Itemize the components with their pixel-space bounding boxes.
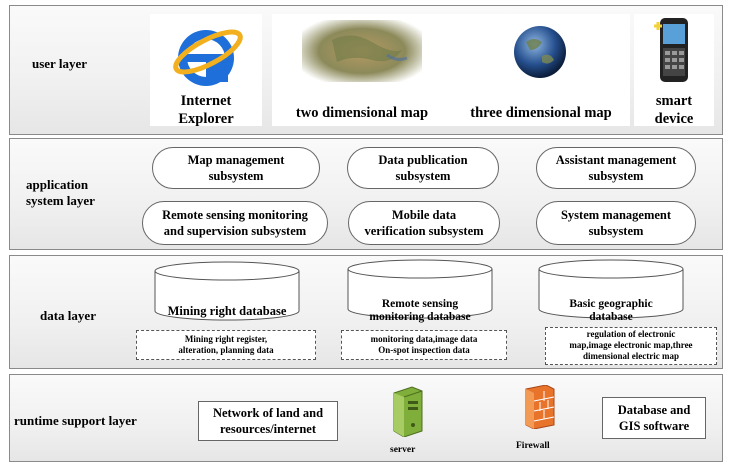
runtime-support-layer: runtime support layer Network of land an… (9, 374, 723, 462)
application-system-layer: application system layer Map management … (9, 138, 723, 250)
three-dimensional-map-caption: three dimensional map (470, 105, 612, 121)
map-management-subsystem: Map management subsystem (152, 147, 320, 189)
mobile-data-verification-subsystem-label: Mobile data verification subsystem (364, 208, 484, 238)
data-layer-label: data layer (40, 308, 96, 323)
system-management-subsystem-label: System management subsystem (560, 208, 672, 238)
remote-sensing-database-content: monitoring data,image data On-spot inspe… (341, 330, 507, 360)
server-icon (393, 386, 423, 437)
runtime-layer-label: runtime support layer (14, 413, 137, 428)
basic-geographic-database-content: regulation of electronic map,image elect… (545, 327, 717, 365)
internet-explorer-caption: Internet Explorer (178, 93, 234, 127)
globe-image (514, 26, 566, 78)
database-gis-software-label: Database and GIS software (617, 403, 691, 433)
mining-right-database-cylinder (154, 261, 300, 321)
user-layer-label: user layer (32, 56, 87, 71)
internet-explorer-tile: Internet Explorer (150, 14, 262, 127)
two-dimensional-map-tile: two dimensional map (272, 14, 452, 126)
mining-right-database-label: Mining right database (167, 304, 287, 318)
user-layer: user layer Internet Explorer two dimensi… (9, 5, 723, 135)
data-publication-subsystem: Data publication subsystem (347, 147, 499, 189)
smart-device-tile: smart device (634, 14, 714, 127)
data-layer: data layer Mining right database Mining … (9, 255, 723, 369)
basic-geographic-database-cylinder (538, 259, 684, 319)
mobile-data-verification-subsystem: Mobile data verification subsystem (348, 201, 500, 245)
map-image (302, 20, 422, 82)
network-box: Network of land and resources/internet (198, 401, 338, 441)
assistant-management-subsystem-label: Assistant management subsystem (555, 153, 677, 183)
server-caption: server (390, 445, 416, 455)
two-dimensional-map-caption: two dimensional map (295, 105, 429, 121)
basic-geographic-database-label: Basic geographic database (569, 298, 653, 323)
network-label: Network of land and resources/internet (212, 406, 324, 436)
firewall-icon (525, 385, 555, 429)
map-management-subsystem-label: Map management subsystem (187, 153, 285, 183)
firewall-caption: Firewall (516, 441, 550, 451)
assistant-management-subsystem: Assistant management subsystem (536, 147, 696, 189)
smart-device-caption: smart device (654, 93, 694, 127)
remote-sensing-monitoring-subsystem-label: Remote sensing monitoring and supervisio… (162, 208, 308, 238)
application-layer-label: application system layer (26, 177, 95, 208)
smartphone-icon (654, 18, 688, 82)
data-publication-subsystem-label: Data publication subsystem (378, 153, 468, 183)
database-gis-software-box: Database and GIS software (602, 397, 706, 439)
internet-explorer-icon (173, 29, 243, 86)
remote-sensing-database-cylinder (347, 259, 493, 319)
remote-sensing-database-label: Remote sensing monitoring database (369, 298, 471, 323)
system-management-subsystem: System management subsystem (536, 201, 696, 245)
remote-sensing-monitoring-subsystem: Remote sensing monitoring and supervisio… (142, 201, 328, 245)
mining-right-database-content: Mining right register, alteration, plann… (136, 330, 316, 360)
three-dimensional-map-tile: three dimensional map (452, 14, 630, 126)
